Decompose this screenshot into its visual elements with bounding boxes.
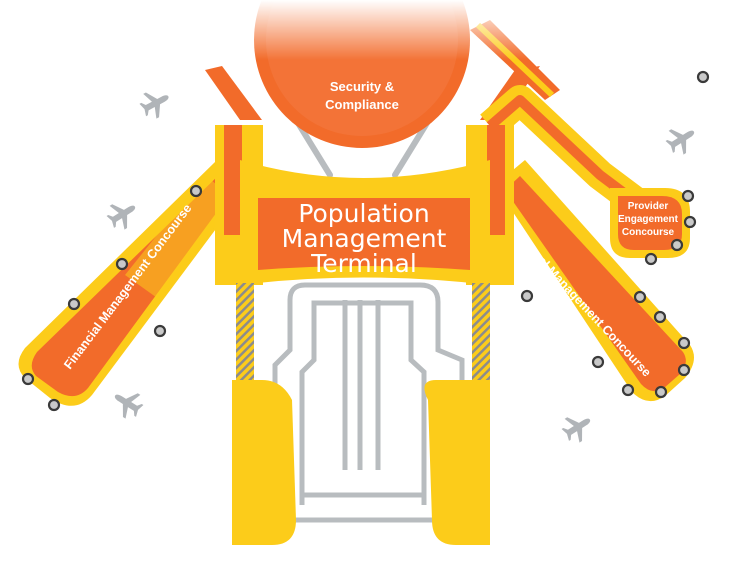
terminal-label-line1: Population (298, 199, 429, 228)
terminal-pillar-right-stripe (487, 125, 505, 235)
security-label-line1: Security & (330, 79, 394, 94)
gate-icon (520, 289, 534, 303)
gate-icon (681, 189, 695, 203)
gate-icon (670, 238, 684, 252)
gate-icon (677, 336, 691, 350)
airplane-icon (136, 84, 175, 123)
provider-label-line1: Provider (628, 201, 669, 212)
lower-block-left (232, 380, 296, 545)
gate-icon (677, 363, 691, 377)
gate-icon (653, 310, 667, 324)
gate-icon (591, 355, 605, 369)
gate-icon (683, 215, 697, 229)
terminal-building: Population Management Terminal (215, 125, 514, 285)
gate-icon (153, 324, 167, 338)
gate-icon (21, 372, 35, 386)
terminal-banner (258, 198, 470, 270)
operational-arm-inner (505, 176, 686, 392)
airplane-icon (661, 119, 702, 159)
gate-icon (644, 252, 658, 266)
gates (21, 70, 710, 412)
gate-icon (67, 297, 81, 311)
hatched-connector-right (472, 283, 490, 383)
gate-icon (621, 383, 635, 397)
hatched-connector-left (236, 283, 254, 383)
terminal-pillar-left-stripe (224, 125, 242, 235)
top-fade (0, 0, 729, 60)
terminal-label-line3: Terminal (310, 249, 417, 278)
provider-label-line2: Engagement (618, 214, 679, 225)
airplane-icon (557, 407, 598, 447)
provider-pod-inner (618, 196, 682, 250)
lower-block-right (424, 380, 490, 545)
gate-icon (696, 70, 710, 84)
gate-icon (633, 290, 647, 304)
airplane-icon (107, 383, 148, 423)
provider-concourse: Provider Engagement Concourse (610, 188, 690, 258)
gate-icon (654, 385, 668, 399)
security-ramp-left (205, 66, 262, 120)
financial-concourse: Financial Management Concourse (18, 162, 245, 406)
security-label-line2: Compliance (325, 97, 399, 112)
provider-label-line3: Concourse (622, 227, 675, 238)
airplane-icon (102, 194, 143, 234)
transit-loop-inner (299, 300, 427, 505)
financial-arm-highlight (125, 175, 235, 300)
terminal-label-line2: Management (282, 224, 447, 253)
gate-icon (189, 184, 203, 198)
gate-icon (47, 398, 61, 412)
gate-icon (115, 257, 129, 271)
